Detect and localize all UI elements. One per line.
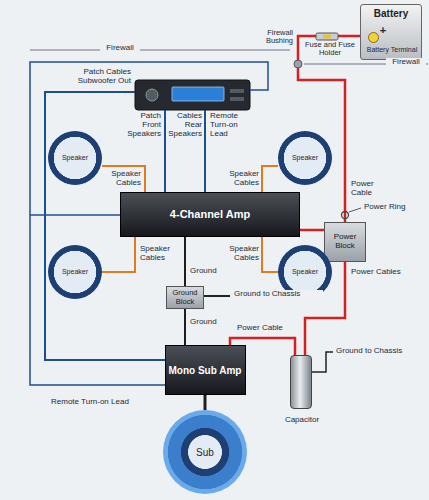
leader-line xyxy=(349,208,361,212)
remote-lead xyxy=(30,214,120,216)
patch-cable xyxy=(204,110,206,192)
fuse-holder xyxy=(316,33,338,40)
cable-label: Remote Turn-on Lead xyxy=(209,112,255,139)
firewall-bushing xyxy=(294,60,302,68)
cable-label: Patch Cables Subwoofer Out xyxy=(66,68,132,86)
cable-label: Remote Turn-on Lead xyxy=(50,398,130,407)
node-text: Speaker xyxy=(292,268,318,276)
cable-label: Power Cable xyxy=(350,180,396,198)
speaker: Speaker xyxy=(48,245,102,299)
cable-label: Front Speakers xyxy=(120,121,162,139)
speaker: Speaker xyxy=(48,131,102,185)
power-ring xyxy=(342,212,349,219)
node-text: Speaker xyxy=(62,268,88,276)
speaker: Speaker xyxy=(278,131,332,185)
part-label: Firewall Bushing xyxy=(248,29,294,46)
cable-connector xyxy=(262,237,278,272)
cable-label: Speaker Cables xyxy=(218,245,260,263)
cable-label: Power Cable xyxy=(236,324,294,333)
node-text: Sub xyxy=(196,447,214,458)
head-unit-button xyxy=(230,89,244,93)
ground-wire xyxy=(312,352,333,372)
firewall-line xyxy=(30,49,290,50)
cable-connector xyxy=(262,166,278,192)
cable-label: Ground xyxy=(189,267,225,276)
node-text: 4-Channel Amp xyxy=(170,208,250,220)
cable-connector xyxy=(300,229,324,232)
cable-connector xyxy=(184,309,186,345)
node-text: Ground Block xyxy=(168,289,202,306)
node-text: Speaker xyxy=(292,154,318,162)
head-unit-button xyxy=(230,97,244,101)
cable-label: Cables xyxy=(168,112,203,121)
battery-terminal xyxy=(368,32,379,43)
cable-label: Rear Speakers xyxy=(166,121,203,139)
cable-label: Speaker Cables xyxy=(139,245,181,263)
firewall-label: Firewall xyxy=(100,44,140,53)
terminal-sign: + xyxy=(378,24,388,36)
node-text: Battery xyxy=(374,8,408,19)
cable-label: Speaker Cables xyxy=(100,170,142,188)
part-label: Battery Terminal xyxy=(362,46,422,54)
node-text: Power Block xyxy=(327,233,363,251)
head-unit xyxy=(135,80,250,110)
sub-amplifier: Mono Sub Amp xyxy=(165,345,246,395)
cable-label: Patch xyxy=(125,112,162,121)
cable-connector xyxy=(102,237,135,272)
cable-label: Speaker Cables xyxy=(218,170,260,188)
cable-label: Power Cables xyxy=(350,268,402,277)
head-unit-display xyxy=(172,87,224,101)
firewall-label: Firewall xyxy=(386,58,426,67)
cable-connector xyxy=(204,395,207,410)
cable-connector xyxy=(184,237,186,286)
cable-label: Ground to Chassis xyxy=(335,347,425,356)
node-text: Capacitor xyxy=(285,416,319,425)
cable-label: Ground to Chassis xyxy=(233,290,323,299)
amplifier: 4-Channel Amp xyxy=(120,192,300,237)
part-label: Power Ring xyxy=(363,203,423,212)
subwoofer: Sub xyxy=(163,410,247,494)
cable-label: Ground xyxy=(189,318,225,327)
power-block: Power Block xyxy=(324,222,366,262)
part-label: Fuse and Fuse Holder xyxy=(302,41,358,58)
fuse xyxy=(323,35,331,39)
capacitor-body xyxy=(290,355,312,409)
ground-block: Ground Block xyxy=(166,286,204,309)
node-text: Mono Sub Amp xyxy=(169,365,242,376)
head-unit-knob xyxy=(146,89,158,101)
capacitor: Capacitor xyxy=(271,355,333,425)
node-text: Speaker xyxy=(62,154,88,162)
